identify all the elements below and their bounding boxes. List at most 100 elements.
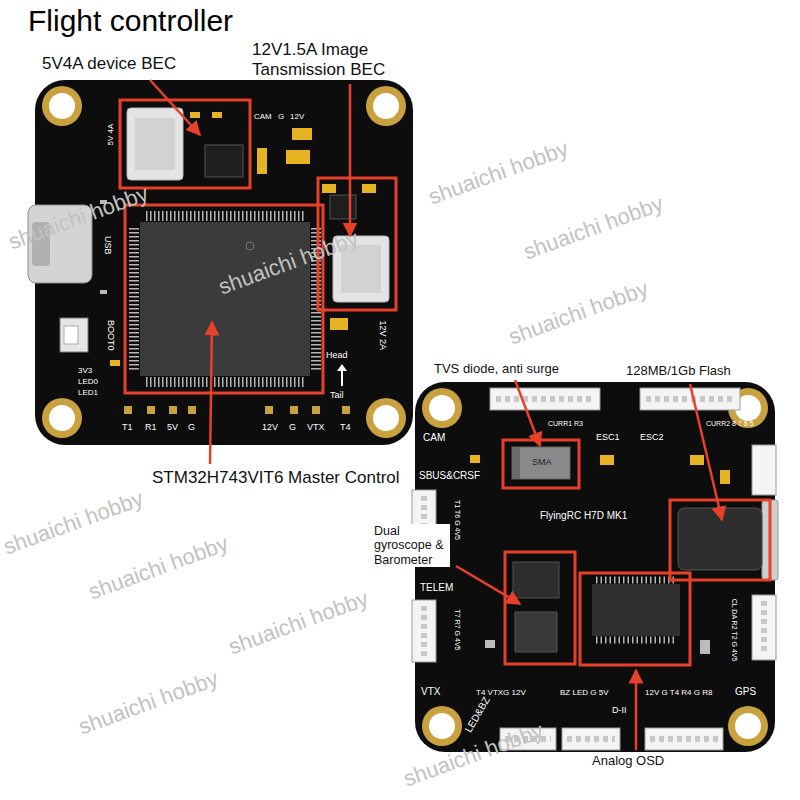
package-label: SMA: [532, 457, 552, 467]
watermark: shuaichi hobby: [75, 666, 222, 740]
mounting-hole: [42, 86, 406, 438]
port-label: ESC2: [640, 432, 664, 442]
capacitor: [362, 184, 376, 193]
jst-connector: [640, 388, 740, 410]
board-name: FlyingRC H7D MK1: [540, 510, 627, 522]
solder-pad: [312, 406, 320, 414]
mcu-chip: [146, 377, 304, 387]
port-label: GPS: [735, 686, 756, 698]
capacitor: [600, 455, 614, 465]
silkscreen-label: Tail: [330, 390, 344, 400]
callout-arrow: [690, 384, 722, 520]
small-ic: [205, 145, 243, 177]
solder-pad: [147, 406, 155, 414]
solder-pad: [169, 406, 177, 414]
port-label: CAM: [423, 432, 445, 444]
capacitor: [110, 360, 120, 366]
mcu-chip: [129, 228, 139, 370]
solder-pad: [124, 406, 132, 414]
silkscreen-label: G: [278, 112, 284, 121]
pin-label: CURR2 8 7 6 5: [706, 420, 753, 428]
mounting-hole: [728, 706, 768, 746]
callout-arrow: [456, 566, 520, 604]
callout-label: 5V4A device BEC: [40, 54, 178, 74]
callout-label: TVS diode, anti surge: [432, 362, 561, 377]
pin-label: R1: [145, 422, 157, 432]
flash-chip: [678, 508, 762, 570]
direction-arrow: [337, 364, 347, 371]
pin-label: T1: [122, 422, 133, 432]
silkscreen-label: BOOT0: [106, 320, 116, 351]
capacitor: [100, 290, 107, 294]
highlight-box: [505, 552, 575, 664]
mounting-hole: [366, 86, 406, 126]
mounting-hole: [422, 706, 462, 746]
silkscreen-label: LED0: [78, 377, 98, 386]
flash-chip: [678, 508, 762, 570]
watermark: shuaichi hobby: [85, 531, 232, 605]
jst-connector: [645, 728, 723, 750]
jst-connector: [562, 728, 620, 750]
jst-connector: [412, 600, 436, 662]
pin-label: 12V: [262, 422, 278, 432]
solder-pad: [342, 406, 350, 414]
port-label: D-II: [612, 705, 627, 715]
mounting-hole: [49, 93, 75, 119]
small-ic: [330, 195, 356, 219]
osd-chip: [596, 637, 676, 644]
capacitor: [257, 148, 267, 174]
jst-connector: [752, 445, 776, 495]
capacitor: [286, 150, 310, 164]
silkscreen-label: CAM: [254, 112, 272, 121]
capacitor: [700, 640, 710, 654]
osd-chip: [596, 577, 676, 584]
port-label: SBUS&CRSF: [419, 470, 480, 482]
jst-connector: [490, 388, 600, 410]
callout-arrow: [210, 322, 212, 464]
jst-connector: [650, 736, 718, 742]
capacitor: [190, 112, 200, 118]
osd-chip: [592, 584, 680, 636]
capacitor: [330, 318, 348, 330]
capacitor: [720, 470, 730, 484]
callout-label: 12V1.5A Image Tansmission BEC: [250, 40, 450, 79]
jst-connector: [421, 606, 427, 656]
capacitor: [690, 455, 704, 465]
solder-pad: [188, 406, 196, 414]
capacitor: [292, 128, 312, 140]
gyro-chip: [513, 562, 559, 598]
mcu-chip: [246, 242, 254, 250]
mounting-hole: [373, 93, 399, 119]
pin-label: G: [188, 422, 195, 432]
callout-label: Dual gyroscope & Barometer: [372, 524, 450, 567]
highlight-box: [120, 100, 250, 188]
watermark: shuaichi hobby: [0, 486, 147, 560]
mounting-hole: [429, 395, 455, 421]
capacitor: [485, 640, 495, 648]
highlight-box: [503, 440, 579, 488]
gyro-chip: [513, 562, 559, 652]
mounting-hole: [429, 713, 455, 739]
flight-board-bottom: [415, 382, 775, 752]
solder-pad: [124, 406, 350, 414]
callout-arrow: [515, 380, 540, 446]
pin-label: BZ LED G 5V: [560, 688, 608, 697]
pin-label: T7 R7 G 4V5: [453, 610, 461, 651]
port-label: VTX: [421, 686, 440, 698]
callout-label: STM32H743VIT6 Master Control: [150, 468, 402, 488]
pin-label: G: [289, 422, 296, 432]
callout-label: Analog OSD: [590, 754, 666, 769]
callout-arrow: [150, 80, 200, 135]
direction-arrow: [341, 370, 343, 386]
tvs-diode: [512, 447, 570, 479]
watermark: shuaichi hobby: [425, 136, 572, 210]
small-ic: [205, 145, 356, 219]
capacitor: [212, 112, 222, 118]
boot-button: [60, 318, 88, 352]
silkscreen-label: 3V3: [78, 366, 92, 375]
mounting-hole: [373, 405, 399, 431]
pin-label: CL DA R2 T2 G 4V5: [730, 599, 738, 662]
callout-arrow: [349, 84, 352, 236]
